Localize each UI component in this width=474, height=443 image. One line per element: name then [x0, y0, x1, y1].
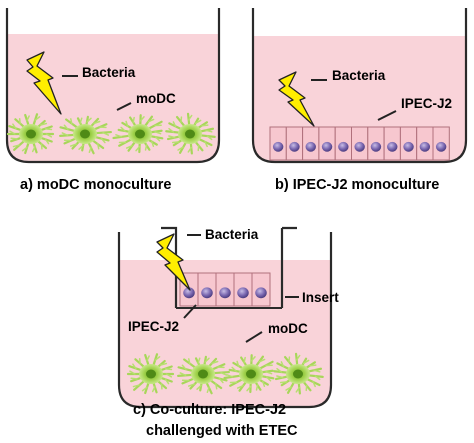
- caption-b: b) IPEC-J2 monoculture: [275, 177, 439, 193]
- epithelial-cell-icon: [416, 126, 434, 161]
- epithelial-cell-icon: [334, 126, 353, 161]
- epithelial-cell-icon: [197, 272, 217, 307]
- panel-a: Bacteria moDC a) moDC monoculture: [5, 8, 221, 193]
- caption-a: a) moDC monoculture: [20, 177, 171, 193]
- epithelial-cell-icon: [367, 126, 385, 161]
- epithelial-cell-icon: [399, 126, 418, 161]
- epithelial-cell-icon: [318, 126, 336, 161]
- dendritic-cell-icon: [6, 113, 55, 155]
- epithelial-monolayer-c: [179, 272, 271, 307]
- modc-label-a: moDC: [136, 91, 176, 106]
- modc-cell-group-a: [6, 112, 216, 155]
- bacteria-label-a: Bacteria: [82, 65, 136, 80]
- epithelial-cell-icon: [233, 272, 253, 307]
- well-c-outline: [117, 232, 333, 409]
- dendritic-cell-icon: [126, 353, 175, 395]
- bacteria-bolt-icon-a: [26, 51, 62, 115]
- epithelial-cell-icon: [215, 272, 235, 307]
- epithelial-cell-icon: [251, 272, 271, 307]
- bacteria-label-b: Bacteria: [332, 68, 386, 83]
- caption-c-line2: challenged with ETEC: [146, 423, 298, 439]
- dendritic-cell-icon: [273, 352, 324, 395]
- dendritic-cell-icon: [223, 354, 275, 394]
- insert-wall-left: [161, 226, 178, 308]
- well-a-outline: [5, 8, 221, 164]
- panel-b: Bacteria IPEC-J2 b) IPEC-J2 monoculture: [251, 8, 468, 193]
- dendritic-cell-icon: [177, 355, 230, 395]
- modc-label-c: moDC: [268, 321, 308, 336]
- insert-wall-right: [280, 226, 297, 308]
- panel-c: Bacteria Insert IPEC-J2 moDC c) Co-cultu…: [117, 226, 339, 439]
- epithelial-cell-icon: [383, 126, 401, 161]
- modc-cell-group-c: [126, 352, 324, 395]
- bacteria-bolt-icon-c: [156, 233, 191, 291]
- ipec-label-b: IPEC-J2: [401, 96, 452, 111]
- modc-pointer-c: [245, 331, 263, 343]
- well-a-medium: [7, 34, 219, 162]
- well-b-outline: [251, 8, 468, 164]
- epithelial-cell-icon: [285, 126, 304, 161]
- caption-c-line1: c) Co-culture: IPEC-J2: [133, 402, 286, 418]
- bacteria-label-c: Bacteria: [205, 227, 259, 242]
- ipec-pointer-b: [377, 110, 397, 121]
- modc-pointer-a: [116, 102, 132, 111]
- ipec-pointer-c: [183, 304, 197, 319]
- epithelial-cell-icon: [432, 126, 450, 161]
- epithelial-monolayer-b: [269, 126, 450, 161]
- epithelial-cell-icon: [351, 126, 369, 161]
- dendritic-cell-icon: [112, 114, 164, 154]
- epithelial-cell-icon: [269, 126, 287, 161]
- epithelial-cell-icon: [302, 126, 320, 161]
- insert-label-c: Insert: [302, 290, 339, 305]
- bacteria-bolt-icon-b: [278, 71, 315, 127]
- dendritic-cell-icon: [165, 112, 216, 155]
- dendritic-cell-icon: [59, 115, 112, 155]
- ipec-label-c: IPEC-J2: [128, 319, 179, 334]
